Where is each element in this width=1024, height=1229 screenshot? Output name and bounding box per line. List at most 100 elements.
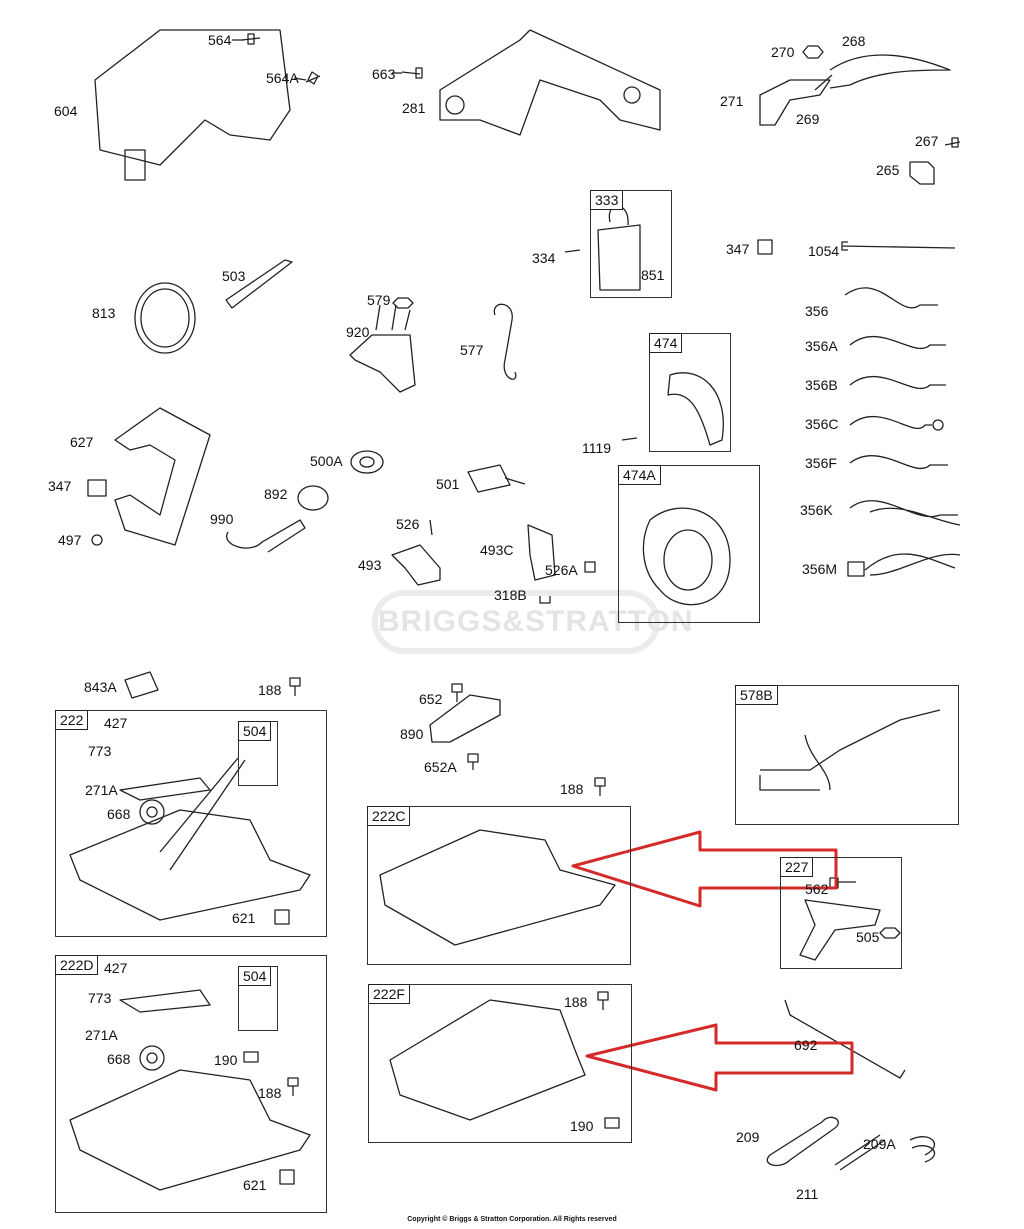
part-334-screw [564,249,581,253]
label-356F: 356F [805,455,837,471]
label-209: 209 [736,1129,760,1145]
part-813-clamp [134,282,196,354]
part-652A-screw [467,753,479,770]
part-497-screw [91,534,103,546]
label-356B: 356B [805,377,838,393]
part-890-bracket [429,694,501,743]
label-493C: 493C [480,542,514,558]
label-1054: 1054 [808,243,840,259]
box-label-474: 474 [649,333,683,353]
box-label-474A: 474A [618,465,661,485]
frame-222F [368,984,632,1143]
label-773b: 773 [88,990,112,1006]
part-1054-tie [841,241,956,251]
label-652A: 652A [424,759,457,775]
part-267-screw [944,137,961,148]
frame-474 [649,333,731,452]
label-627: 627 [70,434,94,450]
label-427b: 427 [104,960,128,976]
label-334: 334 [532,250,556,266]
part-188d-screw [597,991,609,1010]
label-497: 497 [58,532,82,548]
label-621a: 621 [232,910,256,926]
box-label-578B: 578B [735,685,778,705]
label-281: 281 [402,100,426,116]
part-281-control-bracket [439,29,661,136]
part-1119-screw [621,437,638,441]
label-356K: 356K [800,502,833,518]
indicator-arrows [571,830,854,1092]
part-578B-harness [759,709,941,791]
label-579: 579 [367,292,391,308]
part-356M-wire [864,553,961,576]
label-267: 267 [915,133,939,149]
part-222-base-plate [69,809,311,921]
label-526: 526 [396,516,420,532]
part-474A-stator [642,507,731,606]
label-271: 271 [720,93,744,109]
part-692-spring [784,999,906,1079]
label-505: 505 [856,929,880,945]
part-526A-screw [584,561,596,573]
box-label-504a: 504 [238,721,272,741]
label-356M: 356M [802,561,838,577]
label-209A: 209A [863,1136,896,1152]
arrow-222C [571,830,838,908]
frame-222D [55,955,327,1213]
label-892: 892 [264,486,288,502]
part-564-screw [241,33,261,45]
part-627-bracket [114,407,211,546]
label-813: 813 [92,305,116,321]
frame-227 [780,857,902,969]
part-493-bracket [391,544,441,586]
part-188b-screw [594,777,606,796]
label-562: 562 [805,881,829,897]
part-564A-screw [305,71,321,85]
part-493C-bracket [527,524,556,581]
part-271-lever [759,79,831,126]
label-188c: 188 [258,1085,282,1101]
part-222C-base-plate [379,829,616,946]
part-190-screw [243,1051,259,1063]
part-356C-wire [849,415,932,430]
label-271Aa: 271A [85,782,118,798]
label-270: 270 [771,44,795,60]
box-label-227: 227 [780,857,814,877]
label-493: 493 [358,557,382,573]
box-label-222F: 222F [368,984,410,1004]
label-356: 356 [805,303,829,319]
label-188a: 188 [258,682,282,698]
label-564: 564 [208,32,232,48]
part-663-screw [401,67,423,79]
part-604-blower-housing [94,29,291,166]
label-356A: 356A [805,338,838,354]
label-503: 503 [222,268,246,284]
label-188d: 188 [564,994,588,1010]
part-526-screw [429,519,433,536]
label-318B: 318B [494,587,527,603]
part-222D-base-plate [69,1069,311,1191]
label-692: 692 [794,1037,818,1053]
part-356F-wire [849,455,948,470]
part-209-spring [766,1116,839,1167]
label-564A: 564A [266,70,299,86]
label-347a: 347 [726,241,750,257]
part-652-screw [451,683,463,702]
label-668a: 668 [107,806,131,822]
part-356A-wire [849,335,946,350]
box-label-333: 333 [590,190,624,210]
frame-222 [55,710,327,937]
part-505-nut [879,927,901,939]
label-843A: 843A [84,679,117,695]
part-920-regulator [349,304,416,393]
copyright-notice: Copyright © Briggs & Stratton Corporatio… [407,1216,617,1223]
label-773a: 773 [88,743,112,759]
frame-333 [590,190,672,298]
part-577-spark-wire [493,303,517,380]
part-222F-base-plate [389,999,586,1121]
part-843A-cap [124,671,159,699]
label-265: 265 [876,162,900,178]
label-652: 652 [419,691,443,707]
label-526A: 526A [545,562,578,578]
